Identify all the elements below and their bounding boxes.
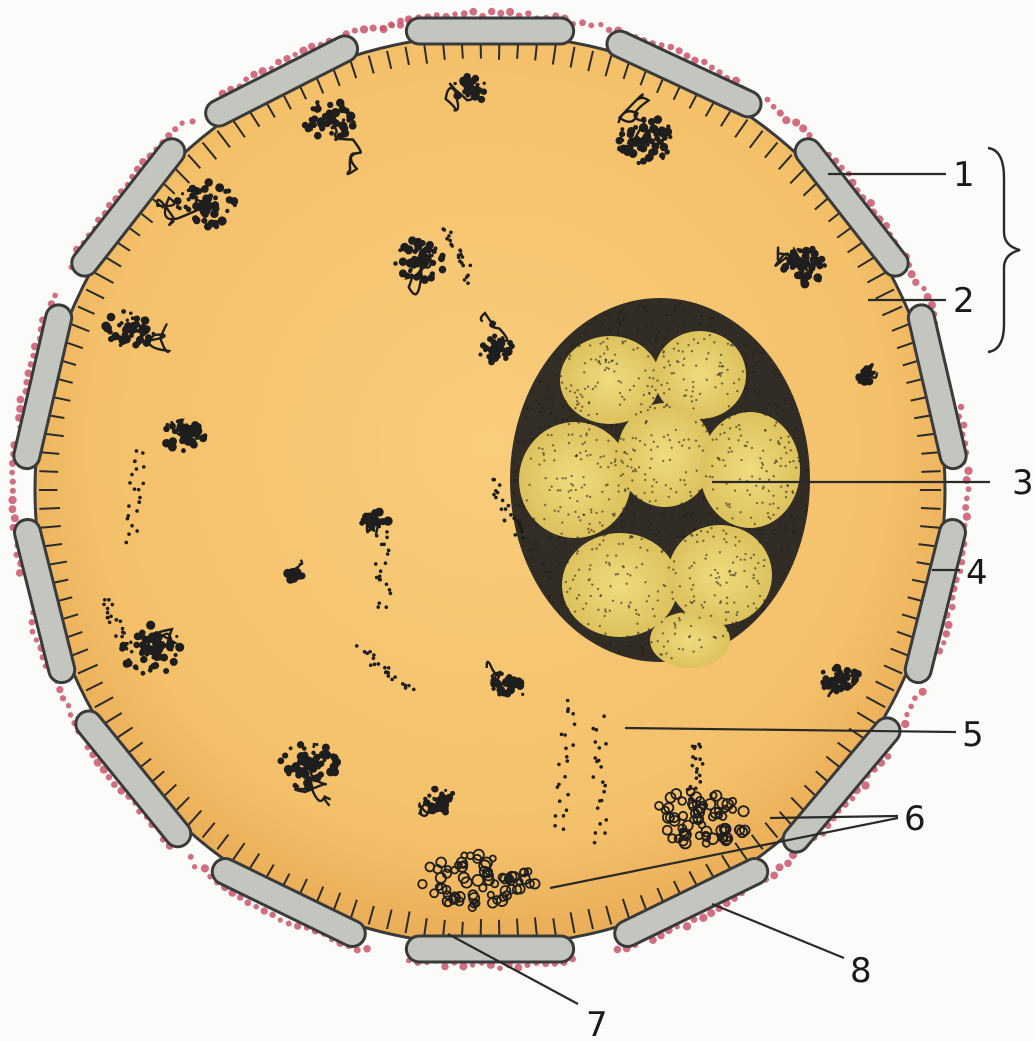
nucleus-lobe xyxy=(668,525,772,625)
cuticle-plate xyxy=(406,936,573,962)
callout-5: 5 xyxy=(962,715,984,755)
callout-8: 8 xyxy=(850,951,872,991)
nucleus-lobe xyxy=(650,612,730,668)
callout-3: 3 xyxy=(1012,463,1034,503)
nucleus-lobe xyxy=(519,422,631,538)
callout-6: 6 xyxy=(904,799,926,839)
callout-7: 7 xyxy=(586,1005,608,1041)
bracket-1-2 xyxy=(988,148,1020,352)
callout-1: 1 xyxy=(953,155,975,195)
nucleus-lobe xyxy=(700,412,800,528)
callout-2: 2 xyxy=(953,281,975,321)
leader-8 xyxy=(712,904,844,958)
callout-4: 4 xyxy=(966,553,988,593)
cuticle-plate xyxy=(406,18,573,44)
